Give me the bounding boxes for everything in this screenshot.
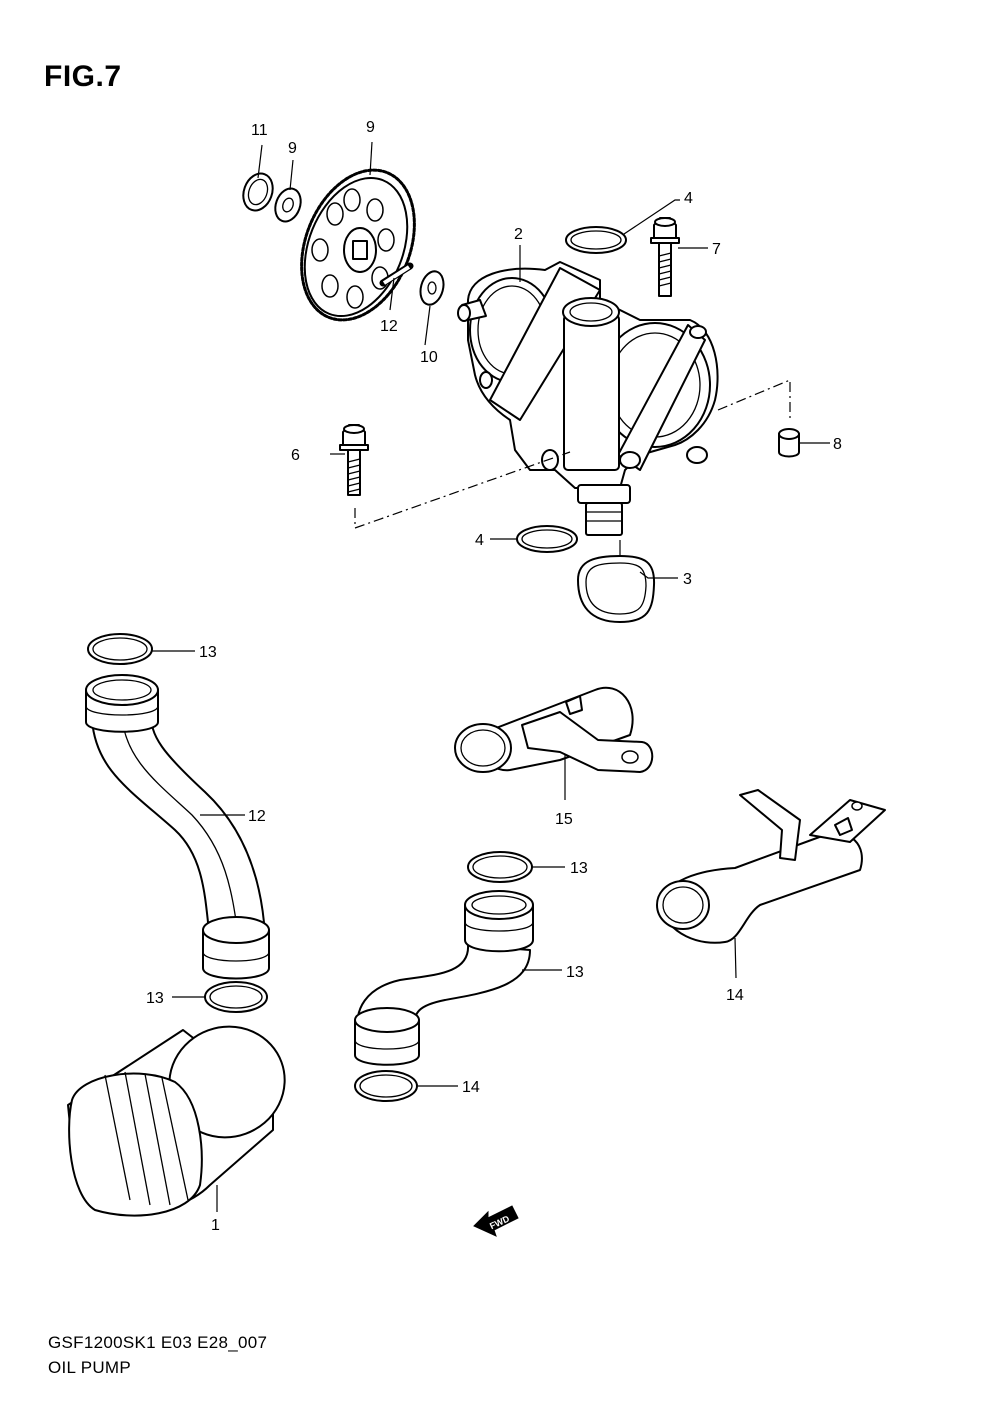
callout-13-d: 14 bbox=[462, 1079, 480, 1096]
part-4-o-ring-lower bbox=[516, 525, 578, 553]
figure-title: FIG.7 bbox=[44, 60, 122, 93]
callout-13-b: 13 bbox=[146, 990, 164, 1007]
part-13-o-ring-b bbox=[204, 981, 268, 1013]
part-13-o-ring-c bbox=[467, 851, 533, 883]
part-6-bolt bbox=[650, 217, 680, 297]
part-14-oil-pipe-bracket bbox=[656, 789, 886, 944]
callout-9-lower: 10 bbox=[420, 349, 438, 366]
callout-15: 15 bbox=[555, 811, 573, 828]
part-12-oil-pipe-right bbox=[354, 890, 534, 1066]
callout-13-c: 13 bbox=[570, 860, 588, 877]
callout-12-right: 13 bbox=[566, 964, 584, 981]
callout-6: 7 bbox=[712, 241, 721, 258]
callout-7: 8 bbox=[833, 436, 842, 453]
callout-9-upper: 9 bbox=[288, 140, 297, 157]
part-3-gasket bbox=[577, 555, 656, 623]
callout-2: 2 bbox=[514, 226, 523, 243]
callout-1: 1 bbox=[211, 1217, 220, 1234]
callout-14: 14 bbox=[726, 987, 744, 1004]
part-1-oil-filter bbox=[67, 1025, 286, 1217]
diagram-name: OIL PUMP bbox=[48, 1358, 132, 1377]
callout-11: 11 bbox=[251, 122, 268, 139]
diagram-code: GSF1200SK1 E03 E28_007 bbox=[48, 1333, 268, 1352]
callout-4-lower: 4 bbox=[475, 532, 484, 549]
part-9-washer-lower bbox=[419, 270, 445, 306]
part-2-oil-pump-assembly bbox=[457, 261, 719, 536]
callout-8: 9 bbox=[366, 119, 375, 136]
part-5-bolt bbox=[339, 424, 369, 496]
part-13-o-ring-a bbox=[87, 633, 153, 665]
callout-13-a: 13 bbox=[199, 644, 217, 661]
callout-3: 3 bbox=[683, 571, 692, 588]
part-8-oil-pump-gear bbox=[300, 168, 416, 322]
part-9-washer-upper bbox=[274, 187, 302, 223]
part-13-o-ring-d bbox=[354, 1070, 418, 1102]
part-11-circlip bbox=[242, 172, 274, 212]
part-12-oil-pipe-left bbox=[85, 674, 270, 980]
alignment-lines bbox=[354, 379, 791, 529]
callout-12-left: 12 bbox=[248, 808, 266, 825]
callout-leaders bbox=[152, 141, 830, 1212]
fwd-direction-arrow: FWD bbox=[473, 1205, 519, 1237]
part-4-o-ring-upper bbox=[565, 226, 627, 254]
callout-10: 12 bbox=[380, 318, 398, 335]
callout-5: 6 bbox=[291, 447, 300, 464]
callout-labels: 11 9 9 12 10 4 7 2 6 8 4 3 13 12 13 13 1… bbox=[146, 119, 842, 1234]
callout-4-upper: 4 bbox=[684, 190, 693, 207]
part-7-dowel-pin bbox=[778, 428, 800, 458]
part-15-oil-pipe-bracket bbox=[454, 686, 654, 773]
part-10-pin bbox=[379, 262, 414, 287]
